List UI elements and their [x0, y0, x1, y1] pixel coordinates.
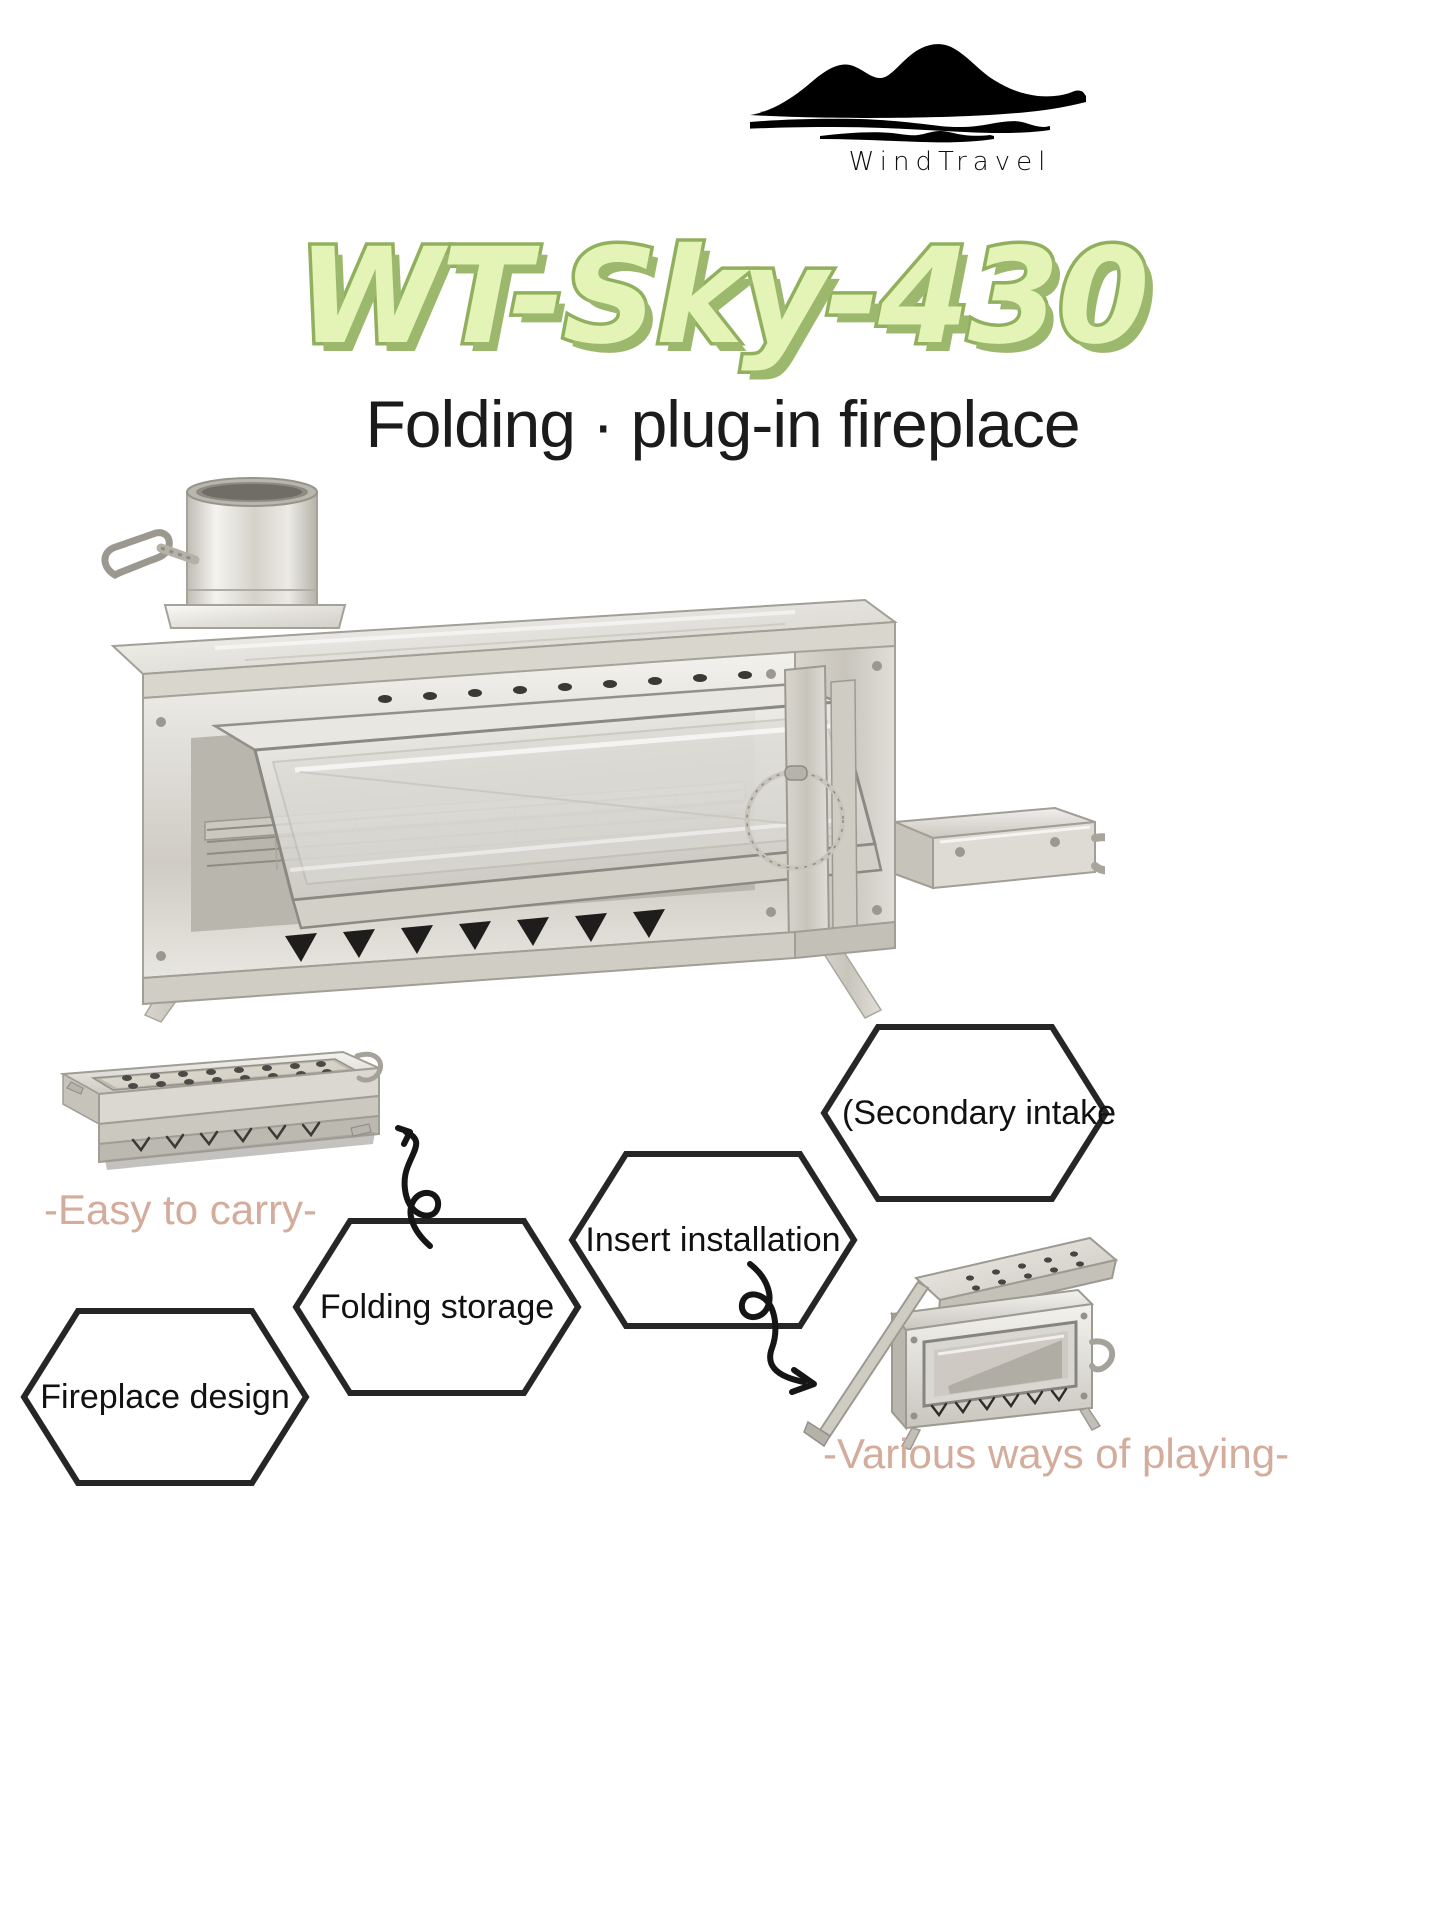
page-subtitle: Folding · plug-in fireplace — [365, 387, 1080, 461]
brand-logo: WindTravel — [750, 40, 1150, 190]
feature-hex-folding-storage-label: Folding storage — [319, 1287, 555, 1326]
caption-various-ways-of-playing: -Various ways of playing- — [823, 1430, 1290, 1477]
feature-hex-fireplace-design[interactable]: Fireplace design — [20, 1307, 310, 1487]
curved-arrow-down-right-icon — [728, 1260, 838, 1400]
caption-easy-to-carry: -Easy to carry- — [44, 1186, 318, 1233]
angled-stove-photo — [800, 1230, 1120, 1452]
feature-hex-secondary-intake[interactable]: (Secondary intake — [820, 1023, 1117, 1203]
feature-hex-fireplace-design-label: Fireplace design — [40, 1377, 290, 1416]
feature-hex-secondary-intake-label: (Secondary intake — [842, 1093, 1117, 1132]
feature-hex-folding-storage[interactable]: Folding storage — [292, 1217, 582, 1397]
folded-stove-photo — [55, 1032, 385, 1187]
hero-product-image — [95, 470, 1105, 1035]
curved-arrow-up-left-icon — [378, 1118, 478, 1249]
mountain-water-logo-icon — [750, 44, 1086, 143]
feature-hex-insert-installation-label: Insert installation — [585, 1220, 841, 1259]
page-title: WT-Sky-430 — [294, 220, 1153, 374]
brand-name: WindTravel — [848, 147, 1052, 177]
feature-hex-insert-installation[interactable]: Insert installation — [568, 1150, 858, 1330]
